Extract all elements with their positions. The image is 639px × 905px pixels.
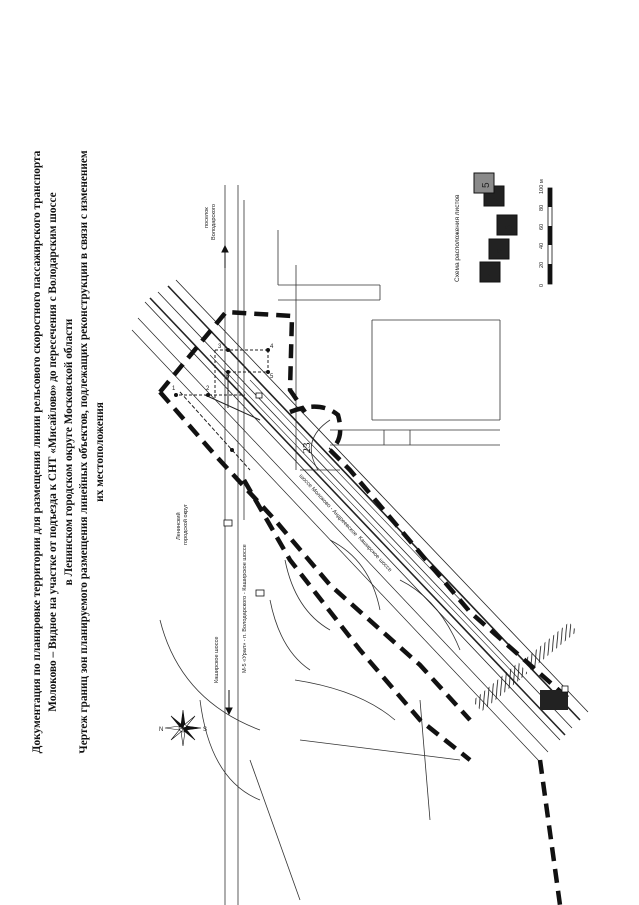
zone-boundary (158, 309, 572, 905)
marker-label-5: 5 (270, 374, 274, 380)
marker-label-3: 3 (218, 344, 222, 350)
scale-tick-40: 40 (539, 243, 545, 249)
sheet-5-label: 5 (481, 182, 492, 188)
railway-corridor (131, 279, 589, 763)
scale-tick-20: 20 (539, 262, 545, 268)
sheet-scheme: Схема расположения листов 1 2 3 4 5 (454, 172, 518, 283)
marker-label-6: 6 (226, 374, 230, 380)
road-label-kashirskoe: Каширское шоссе (214, 637, 220, 683)
local-network (174, 349, 269, 471)
street-network (159, 185, 501, 905)
compass-s-label: S (203, 727, 207, 733)
sheet-3-label: 3 (504, 224, 515, 230)
marker-label-1: 1 (172, 386, 176, 392)
hatched-crossing (472, 622, 577, 712)
district-label-2: городской округ (182, 504, 189, 545)
district-label-1: Ленинский (175, 512, 182, 540)
settlement-label: поселок (204, 207, 210, 228)
point-markers (174, 348, 270, 452)
sheet-scheme-title: Схема расположения листов (454, 194, 461, 282)
sheet-1-label: 1 (487, 271, 498, 277)
scale-tick-80: 80 (539, 205, 545, 211)
sheet-5-active (473, 172, 495, 194)
marker-labels: 1 2 3 4 5 6 (172, 344, 274, 392)
scale-tick-0: 0 (539, 284, 545, 287)
compass-rose: N S (159, 709, 207, 747)
scale-bar: 0 20 40 60 80 100 м (539, 179, 553, 287)
transport-signs (223, 392, 569, 693)
road-label-molokovo: шоссе Молоково - Андреевское (298, 473, 359, 537)
scale-tick-60: 60 (539, 224, 545, 230)
direction-arrows (221, 244, 233, 716)
sheet-2 (488, 238, 510, 260)
compass-n-label: N (159, 727, 163, 733)
marker-label-2: 2 (206, 386, 210, 392)
sheet-2-label: 2 (496, 248, 507, 254)
settlement-name-label: Володарского (211, 204, 217, 240)
sheet-1 (479, 261, 501, 283)
road-label-m5: М-5 «Урал» - п. Володарского - Каширское… (242, 544, 248, 673)
marker-label-4: 4 (270, 344, 274, 350)
sheet-4-label: 4 (491, 195, 502, 201)
scale-tick-100: 100 м (539, 179, 545, 194)
sheet-3 (496, 214, 518, 236)
